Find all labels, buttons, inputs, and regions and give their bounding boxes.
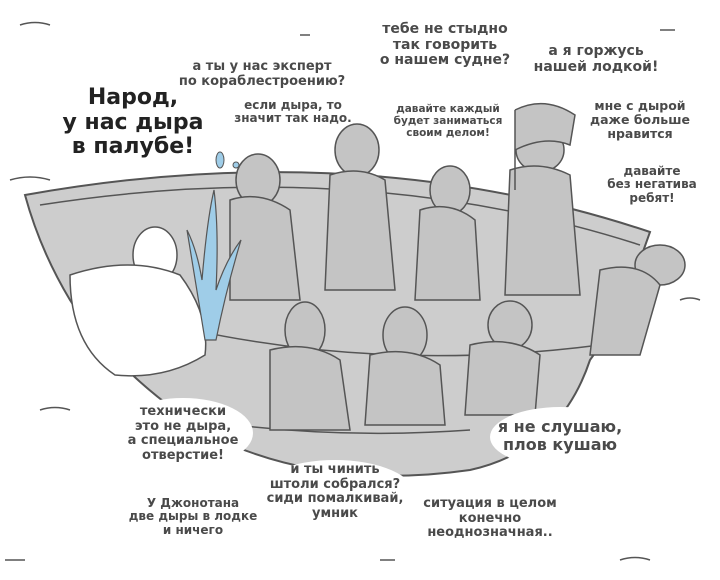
caption-plov: я не слушаю,плов кушаю <box>497 417 623 454</box>
speech-clearings <box>113 398 630 530</box>
passengers <box>229 123 686 431</box>
water-spout <box>186 189 242 341</box>
flag <box>514 102 576 190</box>
man-with-hole <box>69 226 207 377</box>
water-waves <box>5 21 701 561</box>
